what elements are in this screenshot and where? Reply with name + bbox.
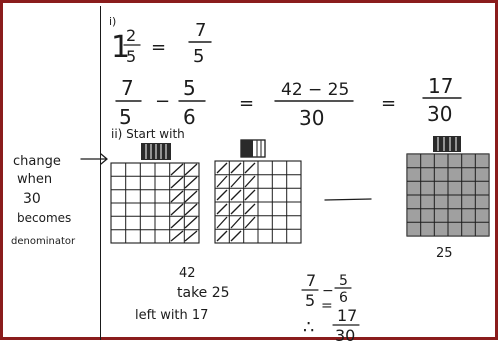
second-numerator: 5 <box>183 76 196 100</box>
summary-calc: 7 5 − 5 6 = ∴ 17 30 <box>301 271 360 343</box>
minus-sign: − <box>155 91 170 112</box>
part-i-label: i) <box>109 15 116 28</box>
model-3-tab <box>433 136 461 152</box>
summary-first-denominator: 5 <box>305 291 315 310</box>
handwritten-work: change when 30 becomes denominator i) 1 … <box>11 15 490 343</box>
summary-equals: = <box>321 298 333 314</box>
summary-minus: − <box>322 283 334 299</box>
grid-model-2 <box>214 139 302 244</box>
equals-sign-2: = <box>381 93 396 114</box>
working-line-1: 42 <box>179 266 196 281</box>
mixed-denominator: 5 <box>126 47 136 66</box>
improper-denominator: 5 <box>193 46 204 67</box>
subtraction-line: 7 5 − 5 6 = 42 − 25 30 = 17 30 <box>115 74 462 130</box>
remaining-label: 25 <box>436 246 453 261</box>
summary-first-numerator: 7 <box>306 271 316 290</box>
margin-arrow-icon <box>80 153 109 165</box>
model-separator <box>324 198 372 201</box>
part-i-equals: = <box>151 37 166 58</box>
summary-second-denominator: 6 <box>339 290 348 306</box>
working-line-3: left with 17 <box>135 308 208 323</box>
grid-model-3: 25 <box>406 136 490 261</box>
margin-note-line-4: becomes <box>17 211 71 225</box>
result-numerator: 17 <box>428 74 453 98</box>
grid-model-1 <box>110 143 200 244</box>
common-denominator: 30 <box>299 106 324 130</box>
mixed-numerator: 2 <box>126 26 136 45</box>
summary-result-denominator: 30 <box>335 326 355 343</box>
summary-therefore: ∴ <box>303 317 314 338</box>
summary-second-numerator: 5 <box>339 273 348 289</box>
margin-line <box>100 6 101 340</box>
second-denominator: 6 <box>183 105 196 129</box>
first-numerator: 7 <box>121 76 134 100</box>
margin-note: change when 30 becomes denominator <box>11 153 109 247</box>
part-i: i) 1 2 5 = 7 5 <box>109 15 212 67</box>
summary-result-numerator: 17 <box>337 306 357 325</box>
common-numerator: 42 − 25 <box>281 80 349 100</box>
working-notes: 42 take 25 left with 17 <box>135 266 230 323</box>
margin-note-line-1: change <box>13 154 61 169</box>
improper-numerator: 7 <box>195 20 206 41</box>
result-denominator: 30 <box>427 102 452 126</box>
margin-note-line-5: denominator <box>11 236 76 247</box>
margin-note-line-3: 30 <box>23 191 41 207</box>
first-denominator: 5 <box>119 105 132 129</box>
part-ii-heading: ii) Start with <box>111 127 185 141</box>
equals-sign-1: = <box>239 93 254 114</box>
mixed-whole: 1 <box>111 30 130 65</box>
working-line-2: take 25 <box>177 285 230 301</box>
margin-note-line-2: when <box>17 172 52 187</box>
